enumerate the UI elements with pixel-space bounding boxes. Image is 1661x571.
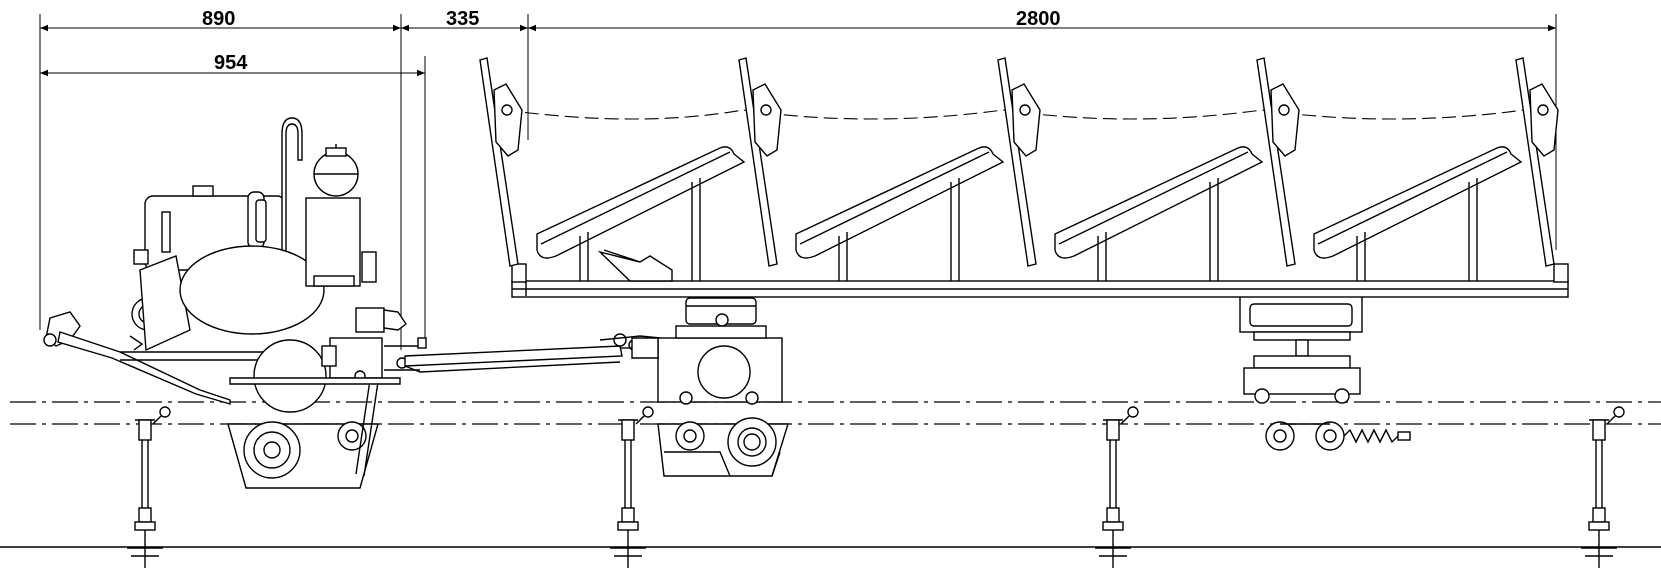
support-column <box>1095 406 1139 568</box>
support-column <box>127 406 171 568</box>
dimension-335: 335 <box>446 8 479 30</box>
locomotive <box>43 117 427 489</box>
seat <box>738 57 1005 281</box>
support-column <box>1581 406 1625 568</box>
middle-bogie <box>620 297 789 477</box>
seat <box>997 57 1264 281</box>
carriage-frame <box>504 109 1569 298</box>
dimension-890: 890 <box>202 8 235 30</box>
coupling-bar <box>404 333 665 373</box>
rear-backrest <box>1515 57 1559 267</box>
dimension-2800: 2800 <box>1016 8 1061 30</box>
seat <box>479 57 746 281</box>
rear-bogie <box>1239 295 1411 451</box>
seat <box>1256 57 1523 281</box>
dimension-954: 954 <box>214 52 248 74</box>
brake-lever <box>597 249 673 282</box>
support-column <box>610 406 654 568</box>
